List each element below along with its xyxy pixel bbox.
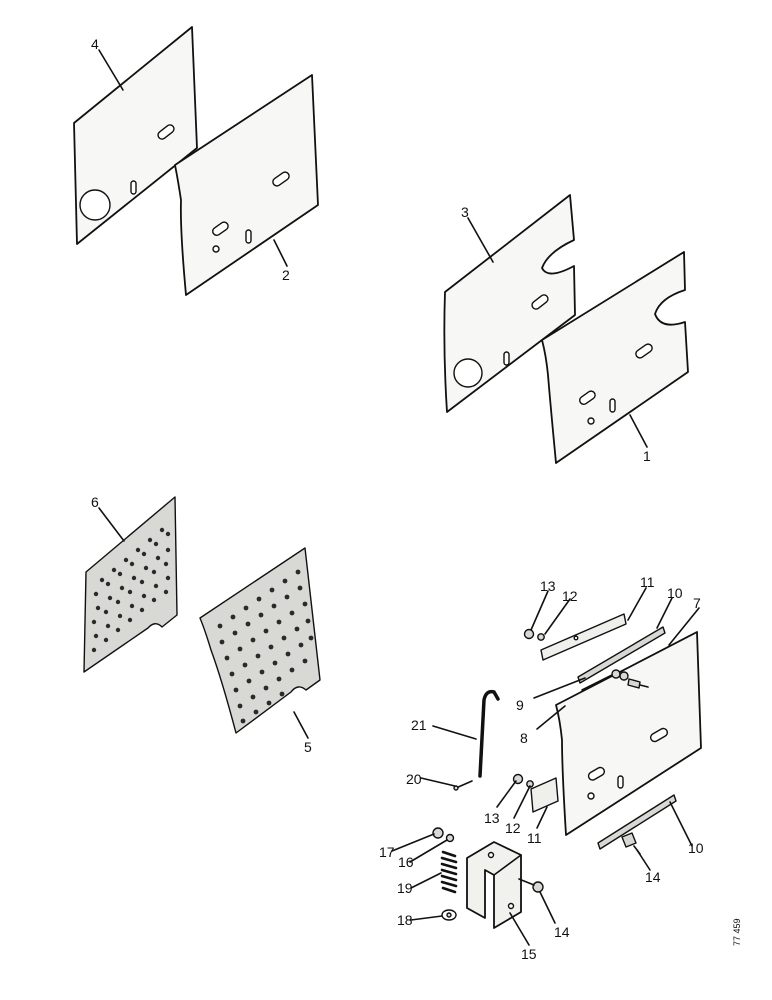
callout-5: 5: [304, 739, 312, 755]
callout-20: 20: [406, 771, 422, 787]
plate-7: [555, 631, 702, 836]
nut-13-upper: [523, 628, 545, 641]
callout-17: 17: [379, 844, 395, 860]
callout-labels: 4 2 3 1 6 5 13 12 11 10 7 9 8 21 20 13 1…: [91, 36, 704, 962]
callout-13-lower: 13: [484, 810, 500, 826]
callout-12-upper: 12: [562, 588, 578, 604]
plate-1: [541, 251, 689, 464]
callout-15: 15: [521, 946, 537, 962]
callout-3: 3: [461, 204, 469, 220]
callout-10-lower: 10: [688, 840, 704, 856]
callout-7: 7: [693, 595, 701, 611]
perforations-6: [91, 527, 171, 653]
callout-4: 4: [91, 36, 99, 52]
callout-12-lower: 12: [505, 820, 521, 836]
washer-18: [441, 909, 457, 921]
leader-lines: [98, 49, 700, 946]
figure-reference: 77 459: [732, 918, 742, 946]
perforations-5: [217, 569, 314, 724]
hook-rod-21: [478, 689, 500, 778]
bracket-15: [466, 841, 522, 929]
split-pin-20: [453, 780, 473, 791]
strip-9: [581, 674, 613, 691]
callout-1: 1: [643, 448, 651, 464]
plate-2: [174, 74, 319, 296]
callout-18: 18: [397, 912, 413, 928]
callout-10-upper: 10: [667, 585, 683, 601]
callout-21: 21: [411, 717, 427, 733]
callout-2: 2: [282, 267, 290, 283]
callout-8: 8: [520, 730, 528, 746]
callout-16: 16: [398, 854, 414, 870]
clamp-strip-11-upper: [540, 613, 627, 661]
callout-11-upper: 11: [640, 574, 655, 590]
clamp-strip-11-lower: [530, 777, 559, 813]
plate-3: [443, 194, 576, 413]
callout-11-lower: 11: [527, 830, 542, 846]
callout-14-bracket: 14: [554, 924, 570, 940]
plate-4: [73, 26, 198, 245]
callout-9: 9: [516, 697, 524, 713]
callout-14-lower: 14: [645, 869, 661, 885]
callout-6: 6: [91, 494, 99, 510]
spring-19: [440, 850, 458, 894]
sieve-plate-5: [199, 547, 321, 734]
bolt-upper: [611, 669, 649, 689]
callout-19: 19: [397, 880, 413, 896]
nut-17: [432, 827, 444, 839]
washer-16: [445, 833, 455, 843]
sieve-plate-6: [83, 496, 178, 673]
callout-13-upper: 13: [540, 578, 556, 594]
strip-10-lower: [597, 794, 677, 850]
bolt-14-bracket: [518, 878, 544, 893]
